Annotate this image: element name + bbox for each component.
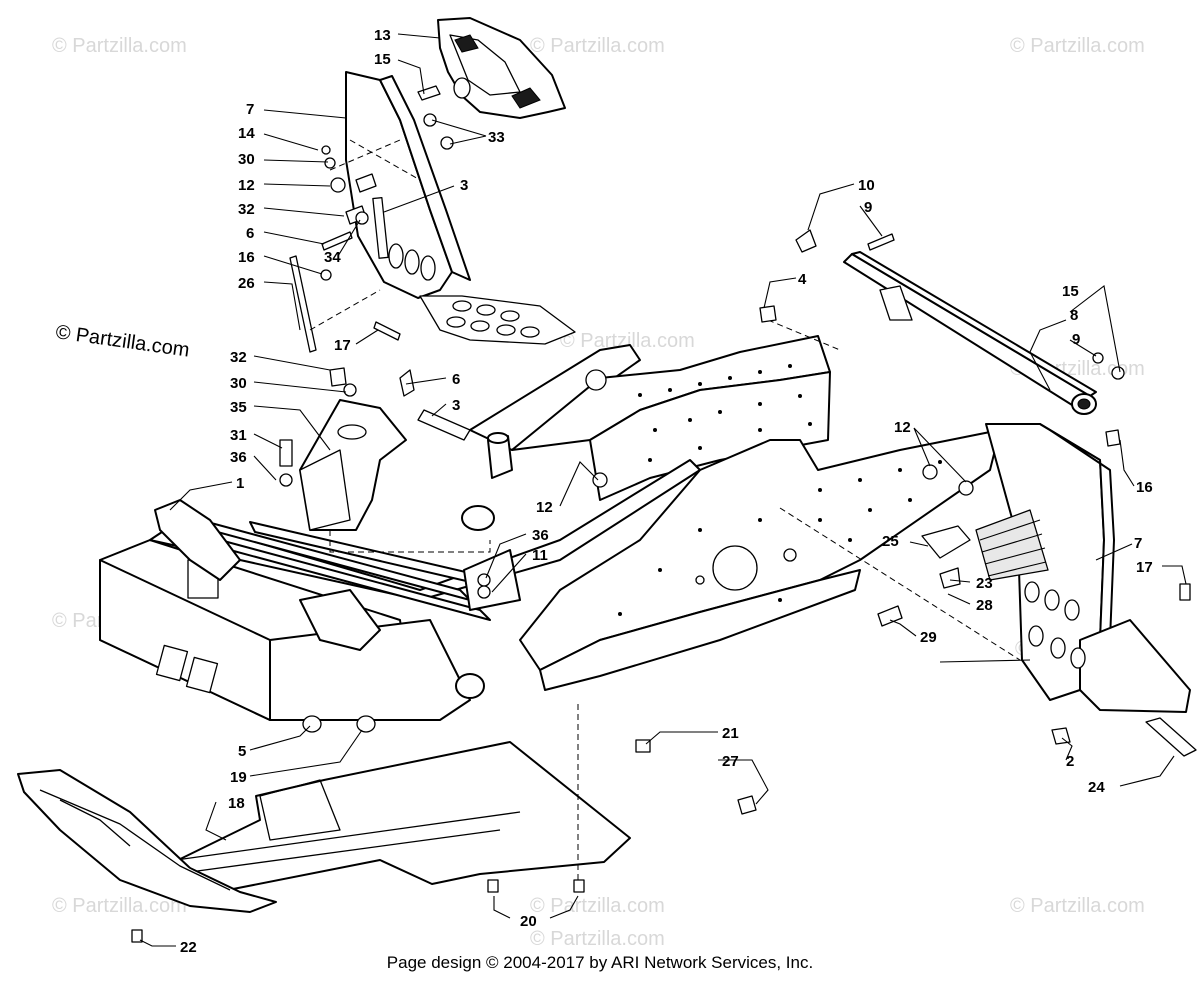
watermark: © Partzilla.com — [530, 35, 665, 57]
callout-6: 6 — [246, 225, 254, 242]
callout-24: 24 — [1088, 779, 1105, 796]
callout-1: 1 — [236, 475, 244, 492]
callout-labels: 13 15 7 14 33 30 12 3 32 6 34 16 26 17 3… — [180, 27, 1153, 956]
callout-32: 32 — [230, 349, 247, 366]
watermark: © Partzilla.com — [560, 330, 695, 352]
callout-10: 10 — [858, 177, 875, 194]
watermark-prominent: © Partzilla.com — [54, 321, 191, 362]
callout-25: 25 — [882, 533, 899, 550]
callout-7: 7 — [246, 101, 254, 118]
callout-27: 27 — [722, 753, 739, 770]
watermark: © Partzilla.com — [530, 895, 665, 917]
callout-12: 12 — [894, 419, 911, 436]
callout-5: 5 — [238, 743, 246, 760]
callout-16: 16 — [1136, 479, 1153, 496]
callout-15: 15 — [1062, 283, 1079, 300]
callout-34: 34 — [324, 249, 341, 266]
callout-3: 3 — [460, 177, 468, 194]
leader-lines — [139, 33, 1187, 947]
callout-33: 33 — [488, 129, 505, 146]
fasteners — [131, 305, 1191, 943]
callout-36: 36 — [532, 527, 549, 544]
callout-19: 19 — [230, 769, 247, 786]
callout-26: 26 — [238, 275, 255, 292]
callout-30: 30 — [238, 151, 255, 168]
callout-18: 18 — [228, 795, 245, 812]
callout-32: 32 — [238, 201, 255, 218]
callout-23: 23 — [976, 575, 993, 592]
cross-tube — [767, 229, 1125, 415]
callout-30: 30 — [230, 375, 247, 392]
callout-16: 16 — [238, 249, 255, 266]
callout-15: 15 — [374, 51, 391, 68]
steering-support-upper — [289, 17, 576, 353]
callout-17: 17 — [1136, 559, 1153, 576]
callout-8: 8 — [1070, 307, 1078, 324]
callout-29: 29 — [920, 629, 937, 646]
callout-28: 28 — [976, 597, 993, 614]
callout-22: 22 — [180, 939, 197, 956]
callout-31: 31 — [230, 427, 247, 444]
steering-support-right — [779, 423, 1197, 757]
callout-17: 17 — [334, 337, 351, 354]
callout-13: 13 — [374, 27, 391, 44]
callout-2: 2 — [1066, 753, 1074, 770]
callout-12: 12 — [536, 499, 553, 516]
callout-4: 4 — [798, 271, 807, 288]
callout-35: 35 — [230, 399, 247, 416]
chassis-main — [99, 335, 1001, 721]
callout-9: 9 — [1072, 331, 1080, 348]
callout-12: 12 — [238, 177, 255, 194]
callout-7: 7 — [1134, 535, 1142, 552]
callout-14: 14 — [238, 125, 255, 142]
rivet-pattern — [618, 364, 942, 616]
callout-36: 36 — [230, 449, 247, 466]
watermark: © Partzilla.com — [1010, 35, 1145, 57]
callout-9: 9 — [864, 199, 872, 216]
callout-11: 11 — [532, 547, 548, 564]
belly-pan — [17, 741, 631, 913]
callout-3: 3 — [452, 397, 460, 414]
watermark: © Partzilla.com — [1010, 895, 1145, 917]
callout-6: 6 — [452, 371, 460, 388]
watermark: © Partzilla.com — [530, 928, 665, 950]
watermark: © Partzilla.com — [52, 895, 187, 917]
callout-20: 20 — [520, 913, 537, 930]
watermark: © Partzilla.com — [52, 35, 187, 57]
callout-21: 21 — [722, 725, 739, 742]
page-footer: Page design © 2004-2017 by ARI Network S… — [386, 953, 814, 972]
